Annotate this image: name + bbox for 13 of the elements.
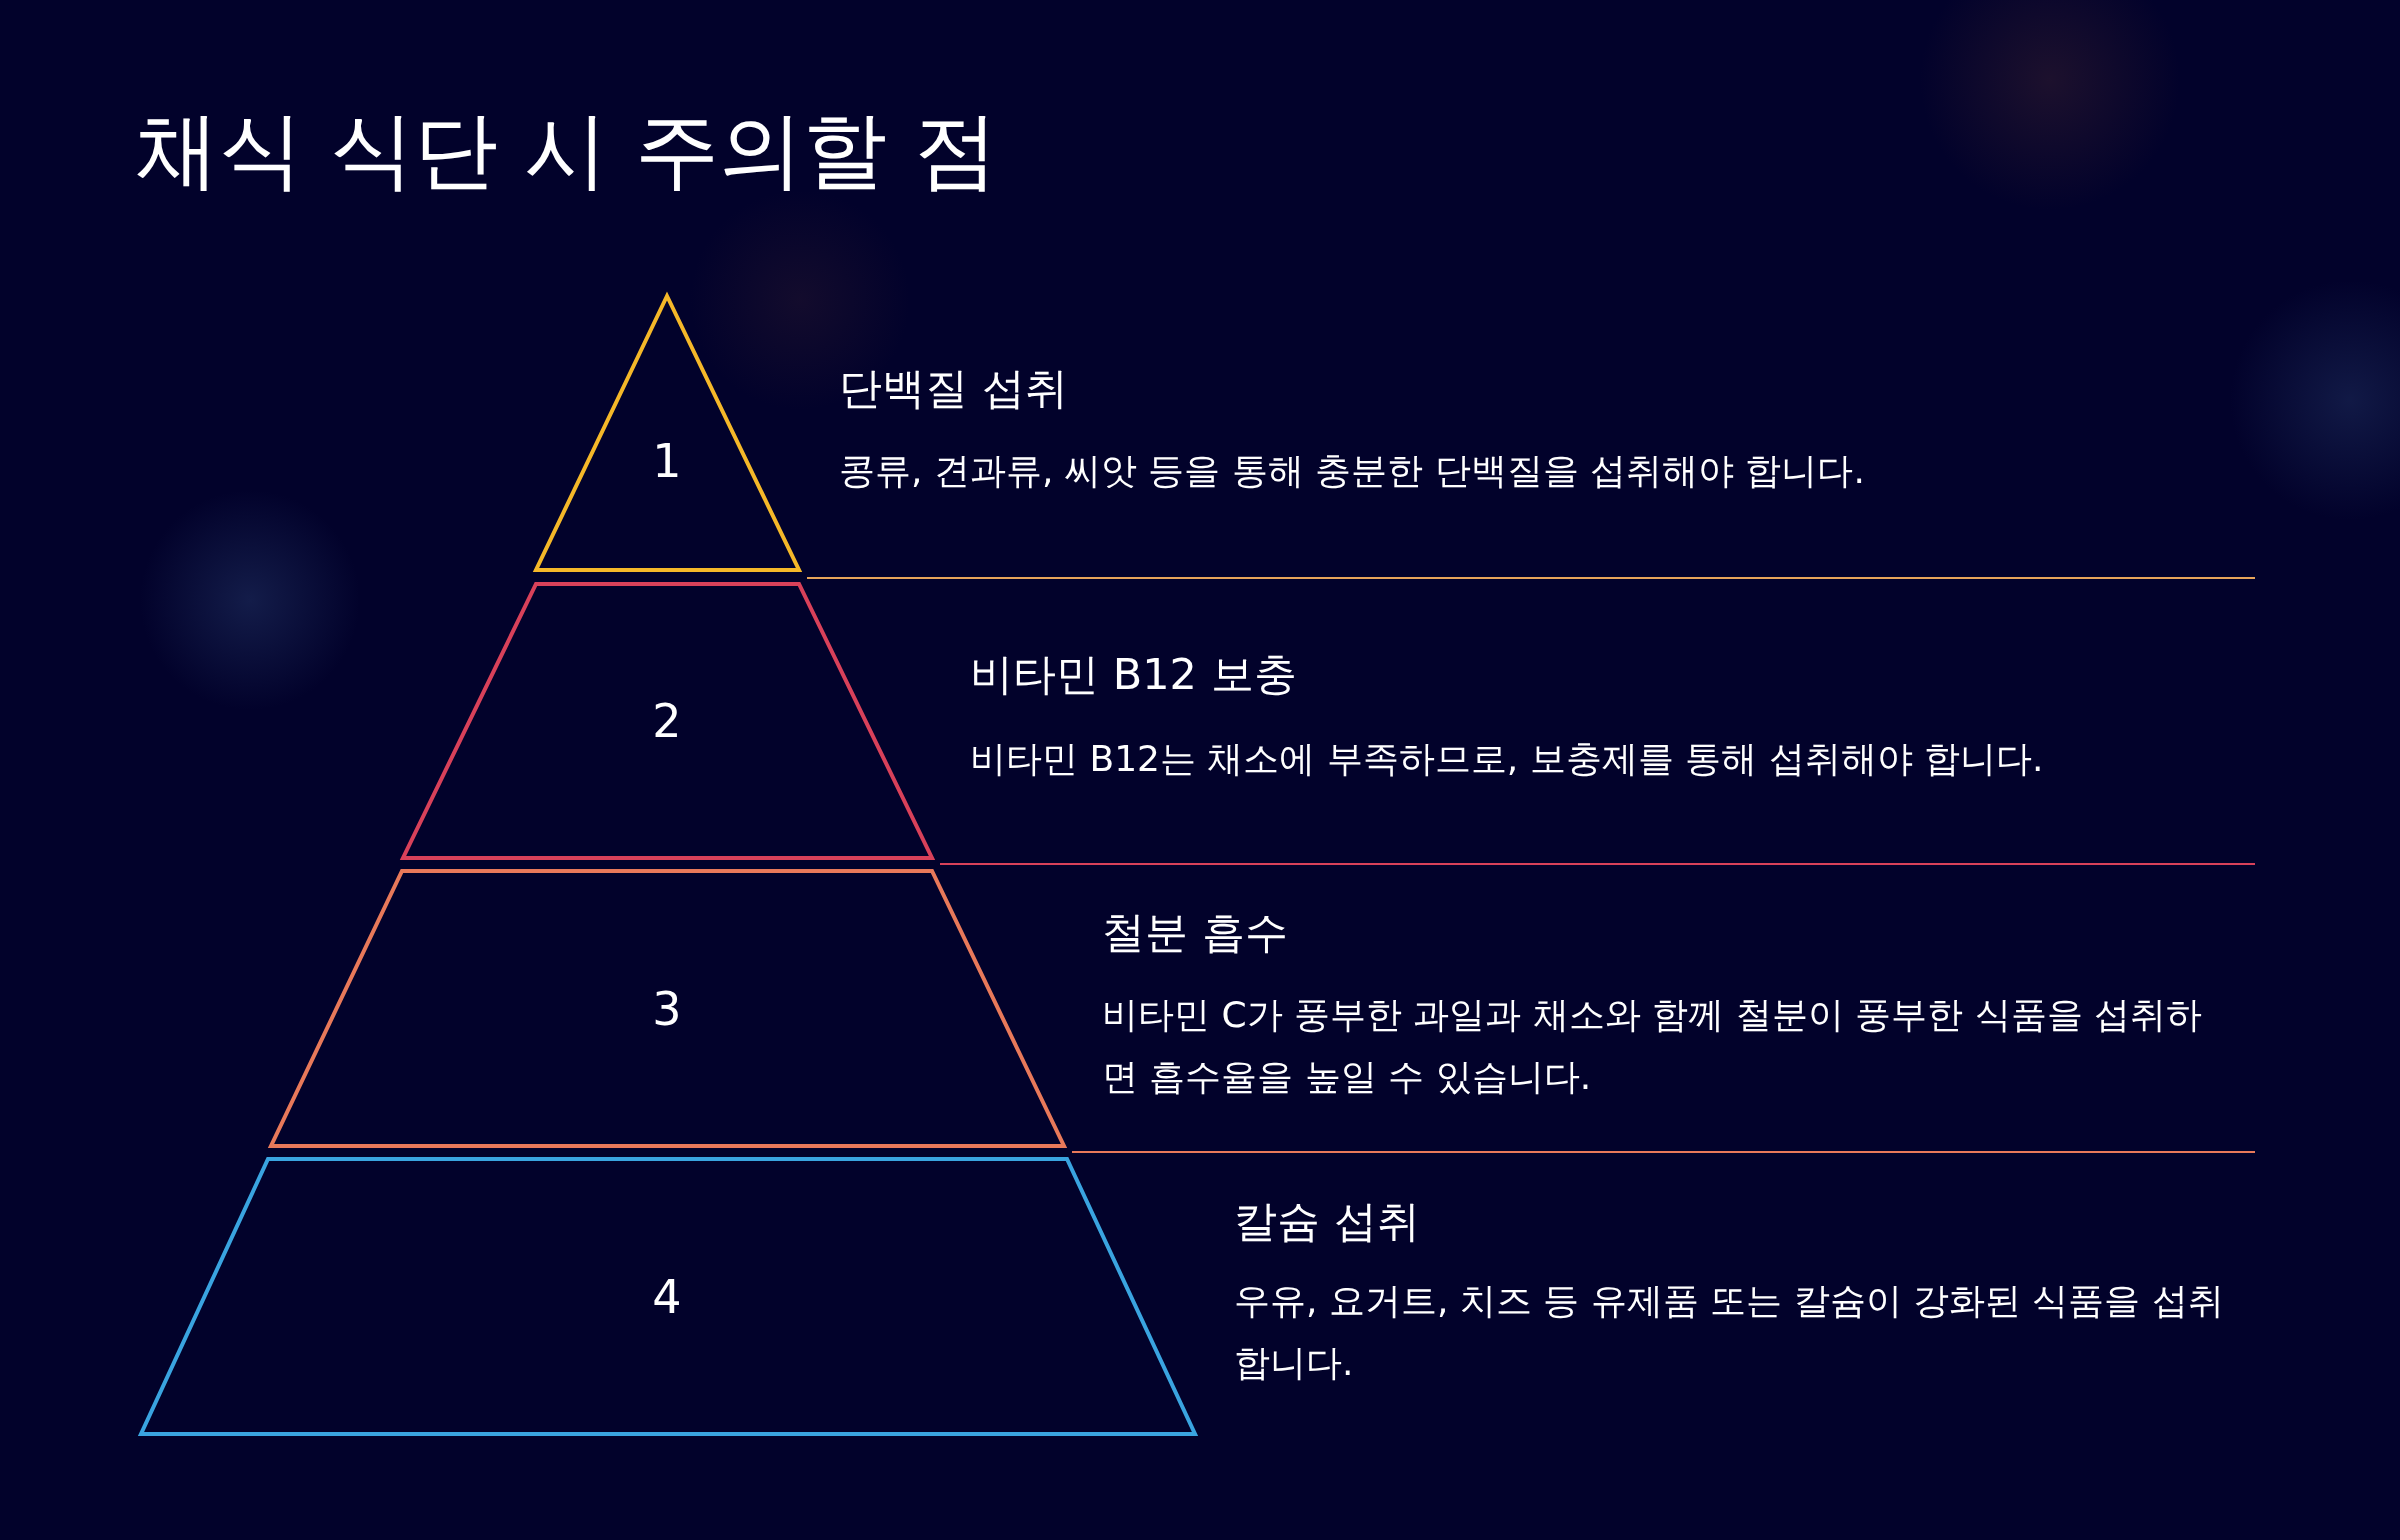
- tier-heading: 단백질 섭취: [839, 362, 1068, 415]
- tier-description: 우유, 요거트, 치즈 등 유제품 또는 칼슘이 강화된 식품을 섭취합니다.: [1234, 1279, 2225, 1385]
- tier-number: 4: [652, 1269, 682, 1324]
- tier-description: 비타민 C가 풍부한 과일과 채소와 함께 철분이 풍부한 식품을 섭취하면 흡수율을 높일 수 있습니다.: [1102, 993, 2204, 1099]
- tier-heading: 비타민 B12 보충: [970, 648, 1297, 701]
- tier-number: 3: [652, 981, 682, 1036]
- tier-number: 1: [652, 433, 682, 488]
- tier-heading: 철분 흡수: [1102, 906, 1288, 959]
- tier-heading: 칼슘 섭취: [1234, 1195, 1420, 1248]
- title: 채식 식단 시 주의할 점: [135, 100, 998, 201]
- tier-description: 비타민 B12는 채소에 부족하므로, 보충제를 통해 섭취해야 합니다.: [970, 737, 2045, 781]
- tier-description: 콩류, 견과류, 씨앗 등을 통해 충분한 단백질을 섭취해야 합니다.: [839, 449, 1866, 493]
- tier-number: 2: [652, 694, 682, 748]
